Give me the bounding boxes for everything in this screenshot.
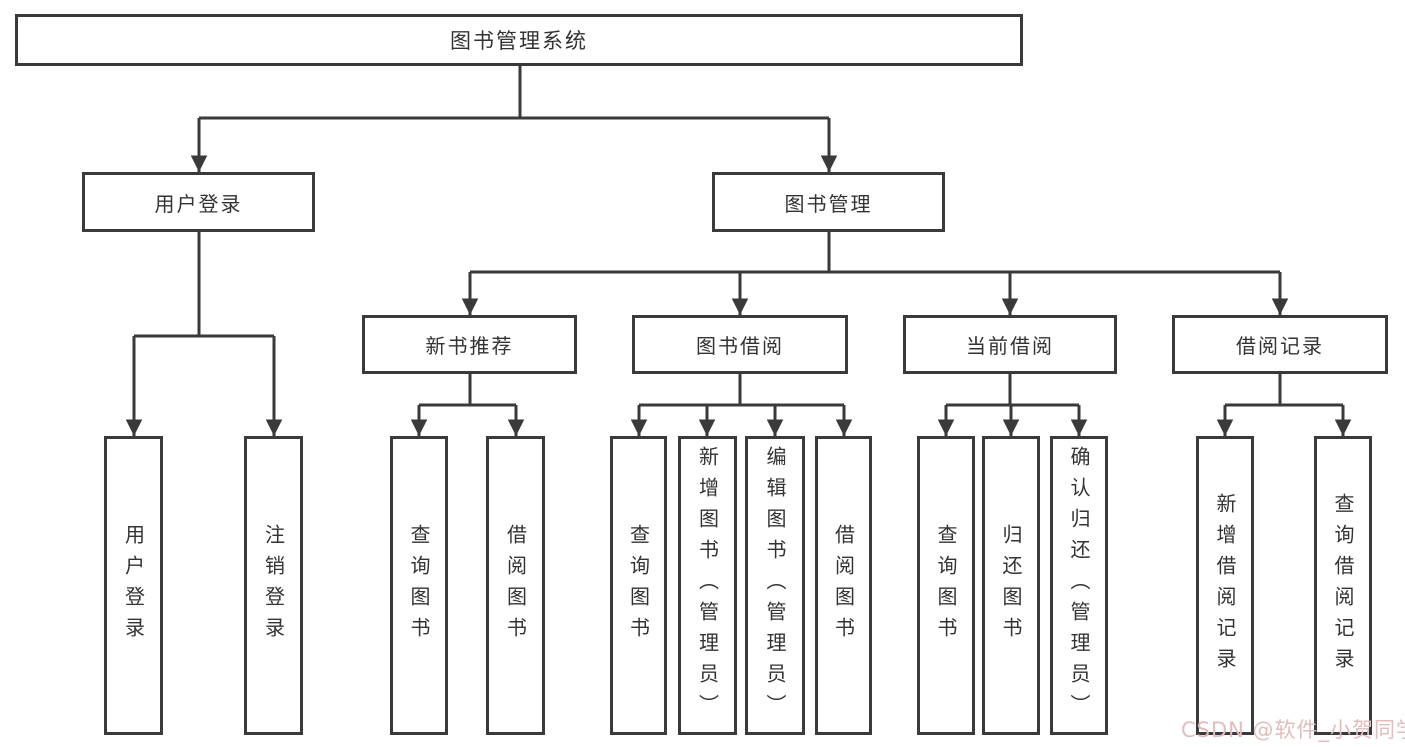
node-leaf-query-books-current-label: 查询图书 [934,523,958,648]
node-leaf-confirm-return-admin-label: 确认归还（管理员） [1067,446,1091,725]
node-book-borrow: 图书借阅 [632,315,848,374]
node-current-borrow-label: 当前借阅 [966,334,1054,358]
node-borrow-records: 借阅记录 [1172,315,1388,374]
node-user-login: 用户登录 [82,172,315,232]
node-leaf-query-books-recommend: 查询图书 [390,436,448,735]
node-leaf-confirm-return-admin: 确认归还（管理员） [1050,436,1108,735]
node-leaf-logout-label: 注销登录 [261,523,286,648]
node-leaf-query-books-borrow: 查询图书 [610,436,667,735]
node-leaf-query-books-borrow-label: 查询图书 [626,523,651,648]
node-leaf-query-books-current: 查询图书 [917,436,975,735]
node-leaf-query-borrow-record: 查询借阅记录 [1314,436,1372,735]
node-borrow-records-label: 借阅记录 [1236,334,1324,358]
node-leaf-user-login-label: 用户登录 [121,523,146,648]
node-leaf-logout: 注销登录 [244,436,303,735]
node-leaf-add-books-admin: 新增图书（管理员） [678,436,737,735]
node-leaf-edit-books-admin: 编辑图书（管理员） [745,436,805,735]
node-leaf-borrow-books: 借阅图书 [815,436,872,735]
node-leaf-user-login: 用户登录 [104,436,163,735]
node-current-borrow: 当前借阅 [903,315,1117,374]
node-leaf-return-books: 归还图书 [982,436,1040,735]
node-leaf-add-borrow-record-label: 新增借阅记录 [1213,492,1237,679]
node-leaf-query-borrow-record-label: 查询借阅记录 [1331,492,1355,679]
node-leaf-edit-books-admin-label: 编辑图书（管理员） [763,446,787,725]
node-leaf-borrow-books-recommend: 借阅图书 [486,436,545,735]
node-leaf-return-books-label: 归还图书 [999,523,1023,648]
node-book-management-label: 图书管理 [784,191,873,216]
node-leaf-add-books-admin-label: 新增图书（管理员） [695,446,720,725]
node-new-book-recommend-label: 新书推荐 [425,334,514,358]
watermark: CSDN @软件_小贺同学 [1181,718,1405,742]
node-book-management: 图书管理 [712,172,945,232]
node-new-book-recommend: 新书推荐 [362,315,577,374]
node-user-login-label: 用户登录 [154,191,243,216]
node-leaf-borrow-books-recommend-label: 借阅图书 [503,523,528,648]
node-leaf-query-books-recommend-label: 查询图书 [407,523,431,648]
node-leaf-add-borrow-record: 新增借阅记录 [1196,436,1254,735]
node-leaf-borrow-books-label: 借阅图书 [831,523,856,648]
node-root-label: 图书管理系统 [450,29,588,53]
node-book-borrow-label: 图书借阅 [696,334,784,358]
node-root: 图书管理系统 [15,14,1023,66]
